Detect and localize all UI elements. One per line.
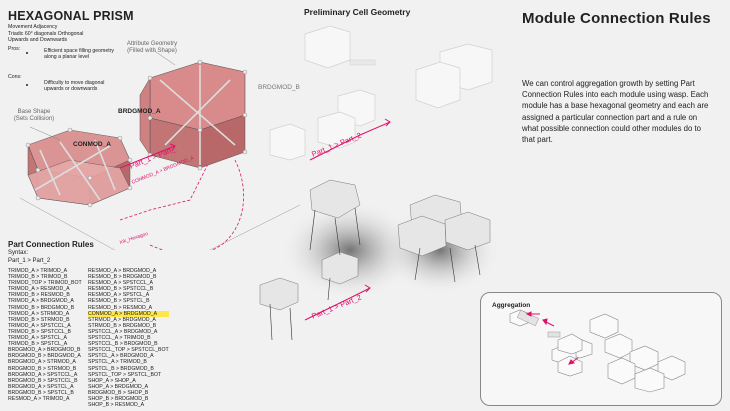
module-diagram <box>19 50 300 250</box>
rule-item: SPSTCCL_TOP > SPSTCCL_BOT <box>88 347 169 354</box>
rule-item: RESMOD_B > BRDGMOD_B <box>88 274 157 281</box>
right-title: Module Connection Rules <box>522 10 711 27</box>
rule-item: SPSTCL_B > BRDGMOD_B <box>88 365 154 372</box>
rule-item: TRIMOD_B > SPSTCL_A <box>8 341 68 348</box>
rule-item: BRDGMOD_B > SPSTCL_B <box>8 389 74 396</box>
rule-item: RESMOD_B > SPSTCCL_B <box>88 286 154 293</box>
pros-label: Pros: <box>8 46 21 52</box>
rule-item: TRIMOD_B > TRIMOD_B <box>8 274 68 281</box>
brdgmod-a-module <box>139 59 248 171</box>
rule-item: SPSTCCL_B > BRDGMOD_B <box>88 341 158 348</box>
rule-item: SPSTCL_TOP > SPSTCL_BOT <box>88 371 162 378</box>
syntax-value: Part_1 > Part_2 <box>8 257 51 264</box>
rule-item: CONMOD_A > BRDGMOD_A <box>88 310 169 317</box>
cons-label: Cons: <box>8 74 22 80</box>
rule-item: SPSTCCL_A > TRIMOD_B <box>88 335 151 342</box>
aggregation-title: Aggregation <box>492 302 531 309</box>
rule-item: TRIMOD_A > TRIMOD_A <box>8 268 68 274</box>
rule-item: RESMOD_A > SPSTCCL_A <box>88 280 154 287</box>
rule-item: BRDGMOD_B > SPSTCCL_B <box>8 377 78 384</box>
cons-bullet <box>26 84 28 86</box>
rule-item: RESMOD_A > BRDGMOD_A <box>88 268 157 274</box>
rule-item: TRIMOD_B > SPSTCCL_B <box>8 328 71 335</box>
rule-item: TRIMOD_B > RESMOD_B <box>8 292 70 299</box>
rule-item: BRDGMOD_B > BRDGMOD_A <box>8 353 81 360</box>
rule-item: TRIMOD_A > SPSTCCL_A <box>8 322 71 329</box>
rule-item: RESMOD_A > TRIMOD_A <box>8 395 70 402</box>
pros-text: Efficient space filling geometry along a… <box>44 48 114 61</box>
rule-item: RESMOD_B > RESMOD_A <box>88 304 153 311</box>
subtitle-line: Movement Adjacency <box>8 24 58 30</box>
rule-item: TRIMOD_TOP > TRIMOD_BOT <box>8 280 82 287</box>
rule-item: BRDGMOD_A > BRDGMOD_B <box>8 347 81 354</box>
rules-syntax: Syntax: Part_1 > Part_2 <box>8 250 50 265</box>
rule-item: TRIMOD_B > STRMOD_B <box>8 316 70 323</box>
page-title: HEXAGONAL PRISM <box>8 9 134 23</box>
rule-item: BRDGMOD_B > SHOP_B <box>88 389 149 396</box>
rule-item: SPSTCL_A > TRIMOD_B <box>88 359 147 366</box>
rule-item: BRDGMOD_B > STRMOD_B <box>8 365 77 372</box>
rule-item: STRMOD_B > BRDGMOD_B <box>88 322 157 329</box>
rule-item: RESMOD_A > SPSTCL_A <box>88 292 150 299</box>
aggregation-illustration <box>509 309 686 393</box>
rule-item: RESMOD_B > SPSTCL_B <box>88 298 150 305</box>
base-shape-callout: Base Shape (Sets Collision) <box>13 109 55 122</box>
rule-item: SHOP_A > SHOP_A <box>88 377 136 384</box>
rule-item: BRDGMOD_A > STRMOD_A <box>8 359 76 366</box>
cons-text: Difficulty to move diagonal upwards or d… <box>44 80 105 93</box>
conmod-a-label: CONMOD_A <box>73 141 111 148</box>
rules-title: Part Connection Rules <box>8 240 94 249</box>
rule-item: TRIMOD_A > STRMOD_A <box>8 310 70 317</box>
rule-item: SPSTCL_A > BRDGMOD_A <box>88 353 154 360</box>
rule-item: BRDGMOD_A > SPSTCCL_A <box>8 371 78 378</box>
rule-item: SHOP_B > BRDGMOD_B <box>88 395 149 402</box>
rule-item: BRDGMOD_A > SPSTCL_A <box>8 383 74 390</box>
subtitle-line: Triadic 60° diagonals Orthogonal <box>8 30 84 37</box>
brdgmod-a-label: BRDGMOD_A <box>118 108 161 115</box>
rule-item: SHOP_B > RESMOD_A <box>88 402 145 409</box>
rule-item: SHOP_A > BRDGMOD_A <box>88 383 149 390</box>
rule-item: STRMOD_A > BRDGMOD_A <box>88 316 156 323</box>
rule-item: TRIMOD_A > BRDGMOD_A <box>8 298 74 305</box>
syntax-label: Syntax: <box>8 250 29 256</box>
description: We can control aggregation growth by set… <box>522 79 709 145</box>
rule-item: SPSTCCL_A > BRDGMOD_A <box>88 328 158 335</box>
rule-item: TRIMOD_B > BRDGMOD_B <box>8 304 75 311</box>
center-title: Preliminary Cell Geometry <box>304 7 411 17</box>
cell-geometry-illustration <box>259 25 500 341</box>
rule-item: TRIMOD_A > SPSTCL_A <box>8 335 67 342</box>
conmod-a-module <box>25 127 133 208</box>
rule-item: TRIMOD_A > RESMOD_A <box>8 286 70 293</box>
attribute-geometry-callout: Attribute Geometry (Filled with Shape) <box>126 41 178 54</box>
header-subtitle: Movement Adjacency Triadic 60° diagonals… <box>8 24 128 44</box>
subtitle-line: Upwards and Downwards <box>8 37 68 43</box>
pros-bullet <box>26 52 28 54</box>
brdgmod-b-label: BRDGMOD_B <box>258 84 300 91</box>
